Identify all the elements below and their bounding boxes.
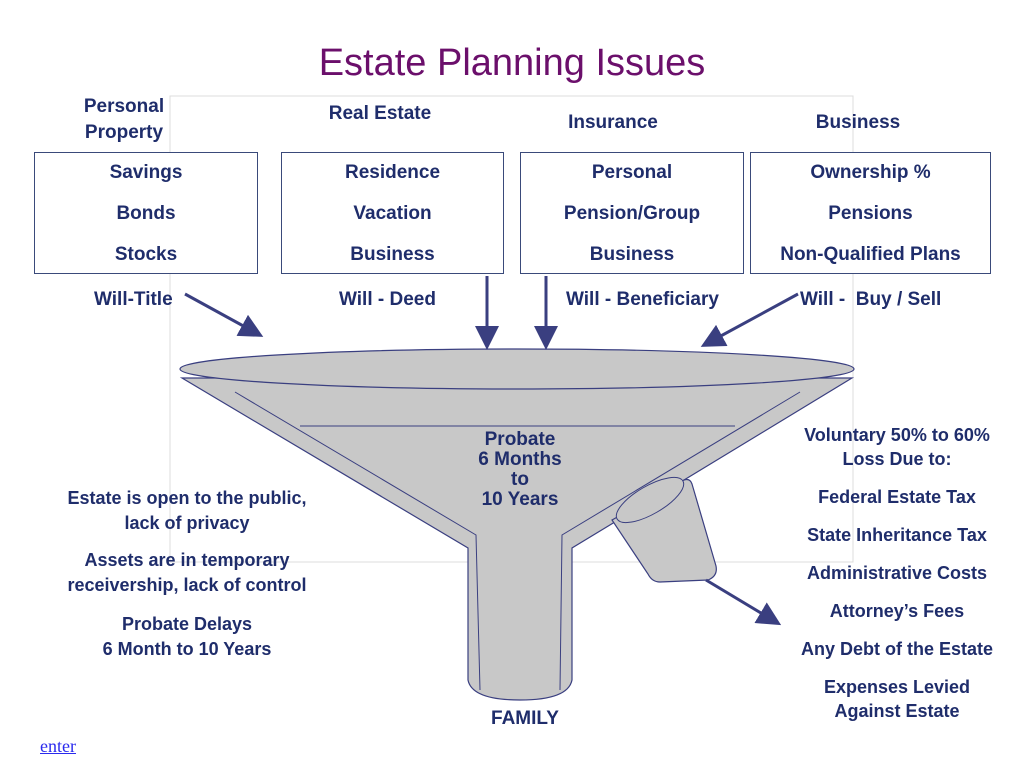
category-item: Personal [591, 161, 673, 183]
loss-item: Any Debt of the Estate [800, 639, 994, 659]
page-title: Estate Planning Issues [318, 42, 706, 84]
arrow-personal-property [184, 292, 264, 337]
category-item: Residence [344, 161, 441, 183]
note-privacy: Estate is open to the public, lack of pr… [67, 488, 307, 533]
transfer-method-personal-property: Will-Title [94, 289, 173, 310]
category-item: Pension/Group [563, 202, 701, 224]
loss-list: Voluntary 50% to 60% Loss Due to: Federa… [772, 423, 1022, 737]
category-box-insurance: Personal Pension/Group Business [520, 152, 744, 274]
transfer-method-real-estate: Will - Deed [339, 289, 436, 310]
transfer-method-insurance: Will - Beneficiary [566, 289, 719, 310]
category-item: Ownership % [810, 161, 931, 183]
category-item: Pensions [828, 202, 913, 224]
category-label-personal-property: Personal Property [83, 96, 165, 143]
transfer-method-business: Will - Buy / Sell [800, 289, 942, 310]
category-box-personal-property: Savings Bonds Stocks [34, 152, 258, 274]
category-box-real-estate: Residence Vacation Business [281, 152, 504, 274]
funnel-rim [179, 348, 855, 390]
category-label-business: Business [815, 112, 901, 133]
note-probate-delays: Probate Delays 6 Month to 10 Years [102, 614, 272, 659]
category-item: Non-Qualified Plans [780, 243, 961, 265]
loss-heading: Voluntary 50% to 60% Loss Due to: [804, 425, 990, 469]
funnel-body [179, 377, 855, 701]
arrow-business [700, 292, 799, 347]
enter-link[interactable]: enter [40, 736, 76, 756]
note-receivership: Assets are in temporary receivership, la… [67, 550, 307, 595]
loss-item: Federal Estate Tax [818, 487, 976, 507]
probate-label: Probate 6 Months to 10 Years [478, 429, 562, 510]
category-item: Business [350, 243, 435, 265]
funnel-inner-line-right [559, 391, 801, 691]
arrow-leak [705, 578, 782, 626]
category-item: Stocks [114, 243, 178, 265]
family-label: FAMILY [491, 708, 559, 729]
loss-item: Attorney’s Fees [829, 601, 965, 621]
category-item: Savings [109, 161, 183, 183]
loss-item: State Inheritance Tax [807, 525, 987, 545]
category-item: Vacation [353, 202, 432, 224]
loss-item: Expenses Levied Against Estate [823, 677, 971, 721]
category-item: Business [589, 243, 675, 265]
category-label-insurance: Insurance [568, 112, 658, 133]
loss-item: Administrative Costs [806, 563, 988, 583]
leak-pipe-mouth [615, 476, 685, 524]
category-item: Bonds [116, 202, 176, 224]
category-box-business: Ownership % Pensions Non-Qualified Plans [750, 152, 991, 274]
category-label-real-estate: Real Estate [328, 103, 432, 124]
funnel-inner-line-left [234, 391, 481, 691]
leak-pipe [611, 478, 717, 583]
